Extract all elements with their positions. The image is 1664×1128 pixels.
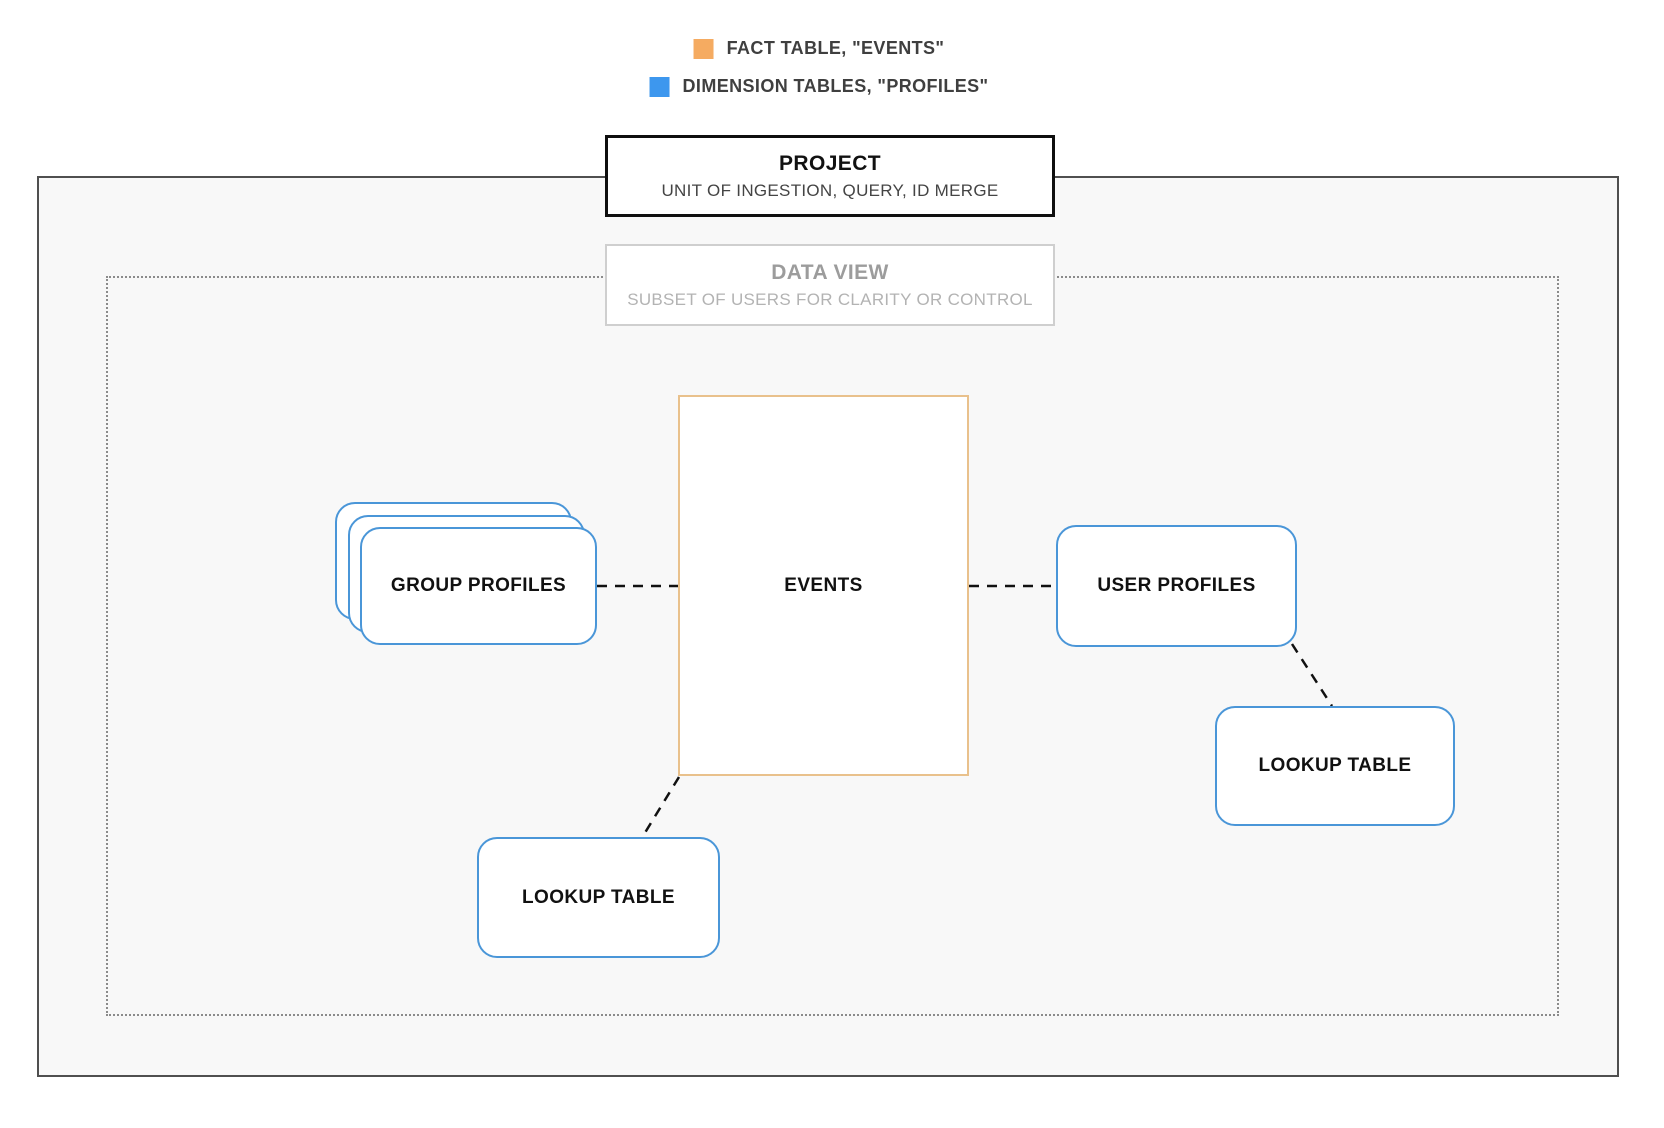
legend-label: FACT TABLE, "EVENTS": [726, 38, 945, 58]
node-events: EVENTS: [678, 395, 969, 776]
legend-item-fact-table: FACT TABLE, "EVENTS": [693, 38, 945, 59]
legend-label: DIMENSION TABLES, "PROFILES": [682, 76, 989, 96]
edge-userprofiles-lookupright: [1290, 643, 1334, 707]
project-subtitle: UNIT OF INGESTION, QUERY, ID MERGE: [661, 180, 999, 200]
legend-item-dimension-tables: DIMENSION TABLES, "PROFILES": [649, 76, 989, 97]
legend: FACT TABLE, "EVENTS" DIMENSION TABLES, "…: [649, 38, 989, 97]
data-view-header-box: DATA VIEW SUBSET OF USERS FOR CLARITY OR…: [605, 244, 1055, 326]
node-group-profiles-label: GROUP PROFILES: [390, 575, 567, 596]
fact-table-color-swatch: [693, 38, 714, 59]
edge-events-lookupleft: [641, 776, 681, 837]
node-lookup-table-right-label: LOOKUP TABLE: [1258, 755, 1412, 776]
node-user-profiles-label: USER PROFILES: [1097, 575, 1256, 596]
data-view-subtitle: SUBSET OF USERS FOR CLARITY OR CONTROL: [627, 289, 1033, 309]
node-lookup-table-left: LOOKUP TABLE: [477, 837, 720, 958]
project-title: PROJECT: [779, 151, 881, 175]
project-header-box: PROJECT UNIT OF INGESTION, QUERY, ID MER…: [605, 135, 1055, 217]
node-lookup-table-right: LOOKUP TABLE: [1215, 706, 1455, 826]
node-events-label: EVENTS: [784, 574, 863, 596]
node-user-profiles: USER PROFILES: [1056, 525, 1297, 647]
dimension-tables-color-swatch: [649, 76, 670, 97]
node-group-profiles: GROUP PROFILES: [360, 527, 597, 645]
data-view-title: DATA VIEW: [771, 260, 889, 284]
node-lookup-table-left-label: LOOKUP TABLE: [522, 886, 675, 908]
